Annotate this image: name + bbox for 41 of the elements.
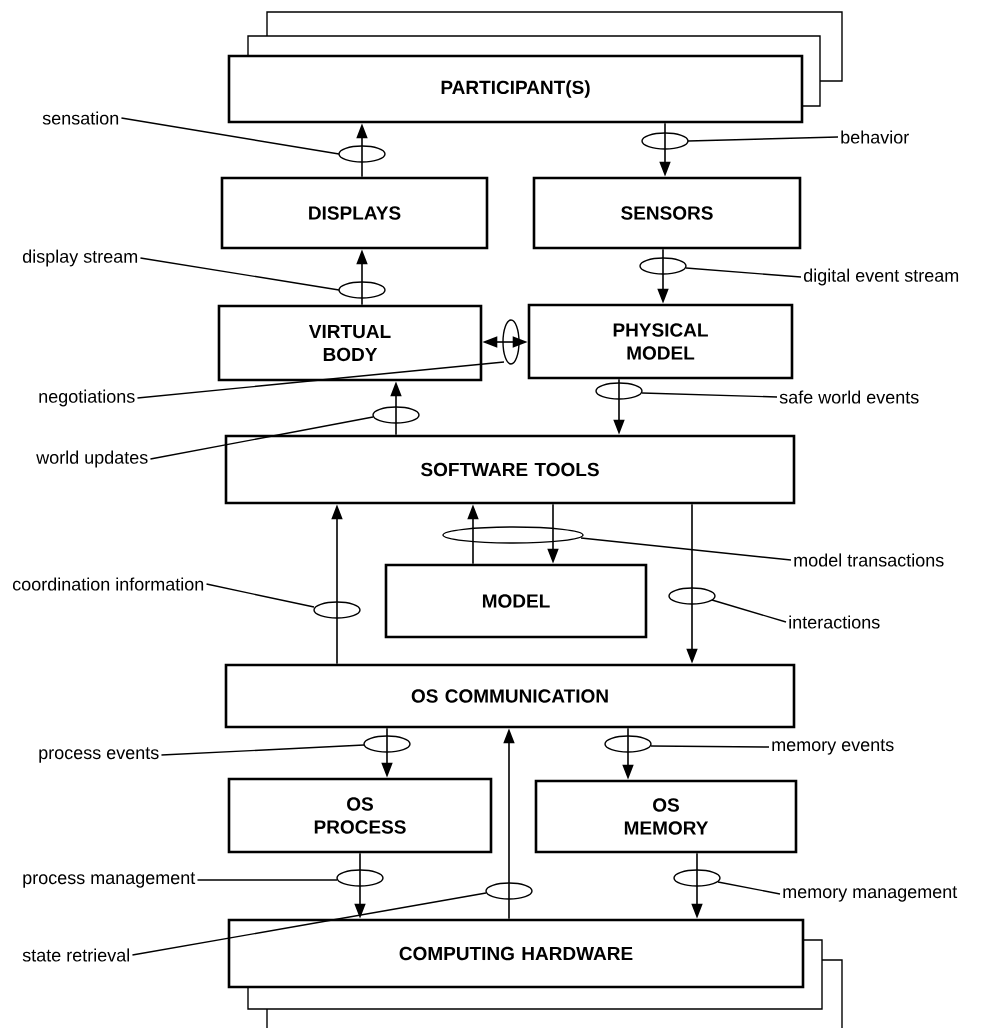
leader-line [580,537,792,561]
annotation-label: state retrieval [22,948,129,962]
annotation-label: process events [39,747,159,763]
process-box: PARTICIPANT(S) [227,54,804,124]
leader-line [685,267,802,278]
leader-line [717,881,781,895]
annotation-label: world updates [36,450,148,468]
process-box: PHYSICAL MODEL [527,303,794,380]
leader-line [139,257,340,291]
process-box: DISPLAYS [220,176,489,250]
annotation-label: sensation [42,111,119,125]
leader-line [149,416,374,460]
annotation-label: coordination information [12,577,204,591]
process-box: SOFTWARE TOOLS [224,434,796,505]
leader-line [205,583,315,608]
annotation-label: digital event stream [803,268,959,286]
annotation-label: behavior [841,130,909,144]
annotation-label: display stream [22,249,138,267]
leader-line [196,879,338,881]
leader-line [711,599,787,623]
annotation-label: process management [23,872,196,888]
leader-line [687,136,839,142]
annotation-label: safe world events [779,390,919,404]
process-box: OS COMMUNICATION [224,663,796,729]
leader-line [650,745,770,748]
annotation-label: interactions [789,615,880,629]
process-box: VIRTUAL BODY [217,304,483,382]
leader-line [160,744,365,756]
process-box: SENSORS [532,176,802,250]
process-box: COMPUTING HARDWARE [227,918,805,989]
annotation-label: model transactions [794,553,944,567]
leader-line [131,892,487,956]
leader-line [120,117,340,155]
annotation-label: memory management [783,886,958,902]
leader-line [136,361,505,399]
process-box: MODEL [384,563,648,639]
leader-line [641,392,778,398]
process-box: OS MEMORY [534,779,798,854]
annotation-label: negotiations [39,389,135,407]
process-box: OS PROCESS [227,777,493,854]
annotation-label: memory events [772,739,894,755]
